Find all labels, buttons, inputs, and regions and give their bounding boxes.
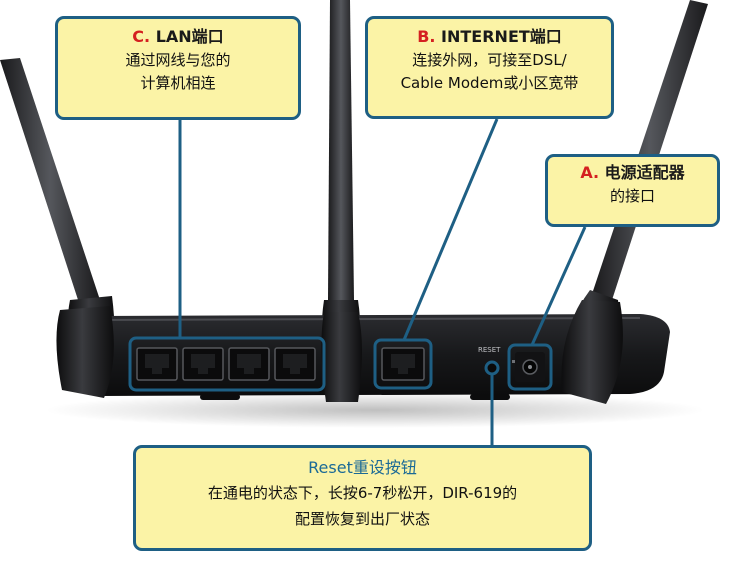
leader-line-power: [530, 226, 587, 346]
callout-power-letter: A.: [580, 163, 600, 182]
antenna-right-base: [561, 300, 623, 404]
internet-highlight-frame: [373, 338, 433, 390]
callout-internet-line: Cable Modem或小区宽带: [400, 74, 579, 92]
lan-port: [228, 347, 270, 381]
callout-internet-port: B. INTERNET端口 连接外网，可接至DSL/ Cable Modem或小…: [365, 16, 614, 119]
router-foot: [200, 394, 240, 400]
callout-power-port: A. 电源适配器 的接口: [545, 154, 720, 227]
callout-internet-line: 连接外网，可接至DSL/: [412, 51, 567, 69]
callout-reset-title: Reset重设按钮: [308, 458, 417, 477]
callout-lan-title-text: LAN端口: [155, 27, 224, 46]
callout-reset-line: 配置恢复到出厂状态: [294, 510, 430, 528]
callout-internet-letter: B.: [417, 27, 436, 46]
callout-power-title-text: 电源适配器: [604, 163, 685, 182]
router-foot: [470, 394, 510, 400]
antenna-center-base: [321, 312, 362, 402]
floor-shadow: [45, 392, 705, 428]
callout-internet-title: B. INTERNET端口: [368, 25, 611, 49]
callout-lan-line: 通过网线与您的: [125, 51, 231, 69]
lan-port: [136, 347, 178, 381]
reset-device-label: RESET: [478, 346, 501, 354]
callout-reset-button: Reset重设按钮 在通电的状态下，长按6-7秒松开，DIR-619的 配置恢复…: [133, 445, 592, 551]
callout-lan-port: C. LAN端口 通过网线与您的 计算机相连: [55, 16, 301, 120]
callout-lan-line: 计算机相连: [140, 74, 216, 92]
router-top-highlight: [89, 317, 641, 321]
callout-power-line: 的接口: [609, 187, 655, 205]
antenna-left-base: [56, 306, 114, 398]
lan-ports: [136, 347, 316, 381]
internet-port: [381, 347, 425, 381]
reset-button-hole: [484, 360, 500, 376]
callout-reset-line: 在通电的状态下，长按6-7秒松开，DIR-619的: [207, 484, 518, 502]
callout-internet-title-text: INTERNET端口: [441, 27, 562, 46]
callout-lan-title: C. LAN端口: [58, 25, 298, 49]
lan-port: [182, 347, 224, 381]
callout-power-title: A. 电源适配器: [548, 161, 717, 185]
callout-lan-letter: C.: [132, 27, 151, 46]
lan-highlight-frame: [128, 336, 326, 392]
power-highlight-frame: [507, 343, 553, 391]
lan-port: [274, 347, 316, 381]
power-jack: [515, 352, 545, 382]
leader-line-internet: [402, 118, 499, 341]
